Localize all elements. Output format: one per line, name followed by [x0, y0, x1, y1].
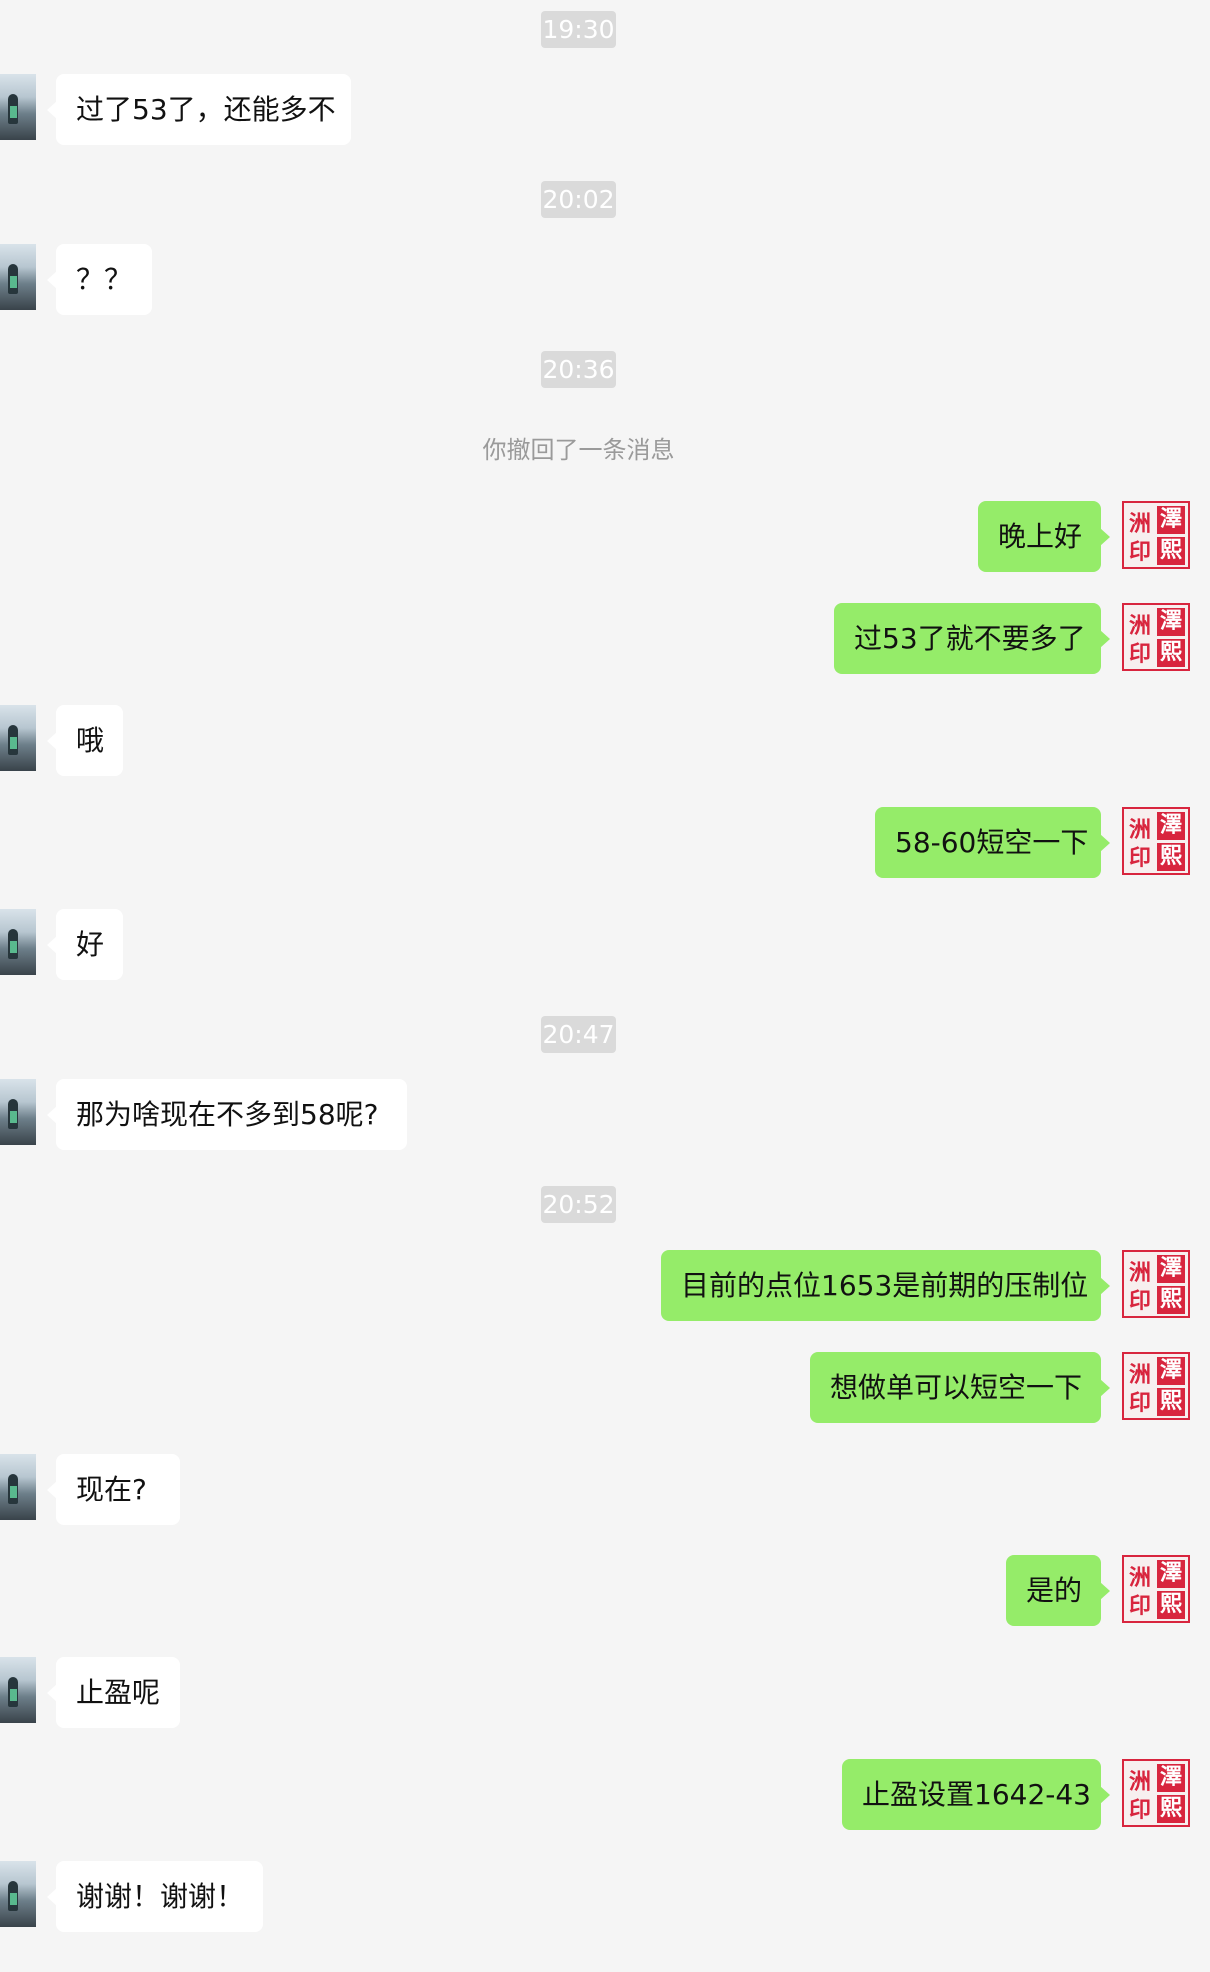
contact-avatar[interactable]	[0, 244, 36, 310]
seal-char: 熙	[1157, 1388, 1185, 1416]
seal-char: 熙	[1157, 639, 1185, 667]
contact-avatar[interactable]	[0, 1079, 36, 1145]
seal-char: 澤	[1157, 1560, 1185, 1588]
timestamp: 20:02	[541, 181, 616, 218]
message-bubble-incoming[interactable]: ？？	[47, 244, 152, 315]
seal-char: 印	[1129, 845, 1152, 871]
seal-avatar[interactable]: 洲 印 澤 熙	[1122, 1250, 1190, 1318]
message-bubble-incoming[interactable]: 现在?	[47, 1454, 180, 1525]
seal-char: 印	[1129, 539, 1152, 565]
seal-char: 澤	[1157, 812, 1185, 840]
seal-char: 印	[1129, 1288, 1152, 1314]
message-bubble-incoming[interactable]: 止盈呢	[47, 1657, 180, 1728]
seal-char: 洲	[1129, 1362, 1152, 1388]
seal-avatar[interactable]: 洲 印 澤 熙	[1122, 807, 1190, 875]
seal-avatar[interactable]: 洲 印 澤 熙	[1122, 603, 1190, 671]
seal-char: 熙	[1157, 1795, 1185, 1823]
contact-avatar[interactable]	[0, 74, 36, 140]
seal-char: 洲	[1129, 817, 1152, 843]
seal-char: 洲	[1129, 511, 1152, 537]
message-bubble-outgoing[interactable]: 想做单可以短空一下	[810, 1352, 1110, 1423]
message-bubble-outgoing[interactable]: 是的	[1006, 1555, 1110, 1626]
message-bubble-incoming[interactable]: 谢谢！谢谢！	[47, 1861, 263, 1932]
seal-char: 澤	[1157, 1357, 1185, 1385]
contact-avatar[interactable]	[0, 1454, 36, 1520]
seal-char: 洲	[1129, 613, 1152, 639]
seal-char: 印	[1129, 641, 1152, 667]
recall-notice: 你撤回了一条消息	[482, 436, 675, 464]
message-bubble-outgoing[interactable]: 58-60短空一下	[875, 807, 1110, 878]
seal-char: 熙	[1157, 843, 1185, 871]
seal-char: 洲	[1129, 1769, 1152, 1795]
message-bubble-outgoing[interactable]: 止盈设置1642-43	[842, 1759, 1110, 1830]
timestamp: 20:47	[541, 1016, 616, 1053]
seal-char: 印	[1129, 1390, 1152, 1416]
message-bubble-incoming[interactable]: 那为啥现在不多到58呢?	[47, 1079, 407, 1150]
message-bubble-incoming[interactable]: 过了53了，还能多不	[47, 74, 351, 145]
seal-char: 澤	[1157, 1764, 1185, 1792]
message-bubble-incoming[interactable]: 哦	[47, 705, 123, 776]
seal-avatar[interactable]: 洲 印 澤 熙	[1122, 1352, 1190, 1420]
contact-avatar[interactable]	[0, 705, 36, 771]
message-bubble-outgoing[interactable]: 晚上好	[978, 501, 1110, 572]
message-bubble-outgoing[interactable]: 过53了就不要多了	[834, 603, 1110, 674]
message-bubble-incoming[interactable]: 好	[47, 909, 123, 980]
seal-char: 熙	[1157, 537, 1185, 565]
contact-avatar[interactable]	[0, 1657, 36, 1723]
timestamp: 19:30	[541, 11, 616, 48]
seal-char: 印	[1129, 1797, 1152, 1823]
seal-avatar[interactable]: 洲 印 澤 熙	[1122, 1759, 1190, 1827]
seal-avatar[interactable]: 洲 印 澤 熙	[1122, 501, 1190, 569]
seal-char: 熙	[1157, 1591, 1185, 1619]
timestamp: 20:36	[541, 351, 616, 388]
seal-char: 洲	[1129, 1565, 1152, 1591]
seal-char: 澤	[1157, 1255, 1185, 1283]
seal-char: 澤	[1157, 608, 1185, 636]
seal-char: 印	[1129, 1593, 1152, 1619]
contact-avatar[interactable]	[0, 1861, 36, 1927]
seal-char: 洲	[1129, 1260, 1152, 1286]
timestamp: 20:52	[541, 1186, 616, 1223]
message-bubble-outgoing[interactable]: 目前的点位1653是前期的压制位	[661, 1250, 1110, 1321]
contact-avatar[interactable]	[0, 909, 36, 975]
seal-char: 澤	[1157, 506, 1185, 534]
seal-char: 熙	[1157, 1286, 1185, 1314]
seal-avatar[interactable]: 洲 印 澤 熙	[1122, 1555, 1190, 1623]
